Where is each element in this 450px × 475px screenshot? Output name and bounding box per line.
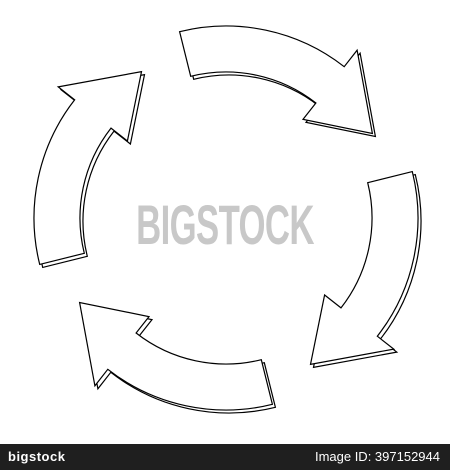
footer-image-id: Image ID: 397152944	[314, 449, 440, 464]
watermark-text: BIGSTOCK	[136, 193, 314, 256]
arrow-bottom-left	[78, 301, 274, 411]
footer-bar: bigstock Image ID: 397152944	[0, 444, 450, 470]
arrow-top-left	[33, 70, 143, 266]
arrow-top-right	[178, 25, 374, 135]
arrow-bottom-right	[309, 170, 419, 366]
footer-brand-logo: bigstock	[8, 449, 66, 464]
